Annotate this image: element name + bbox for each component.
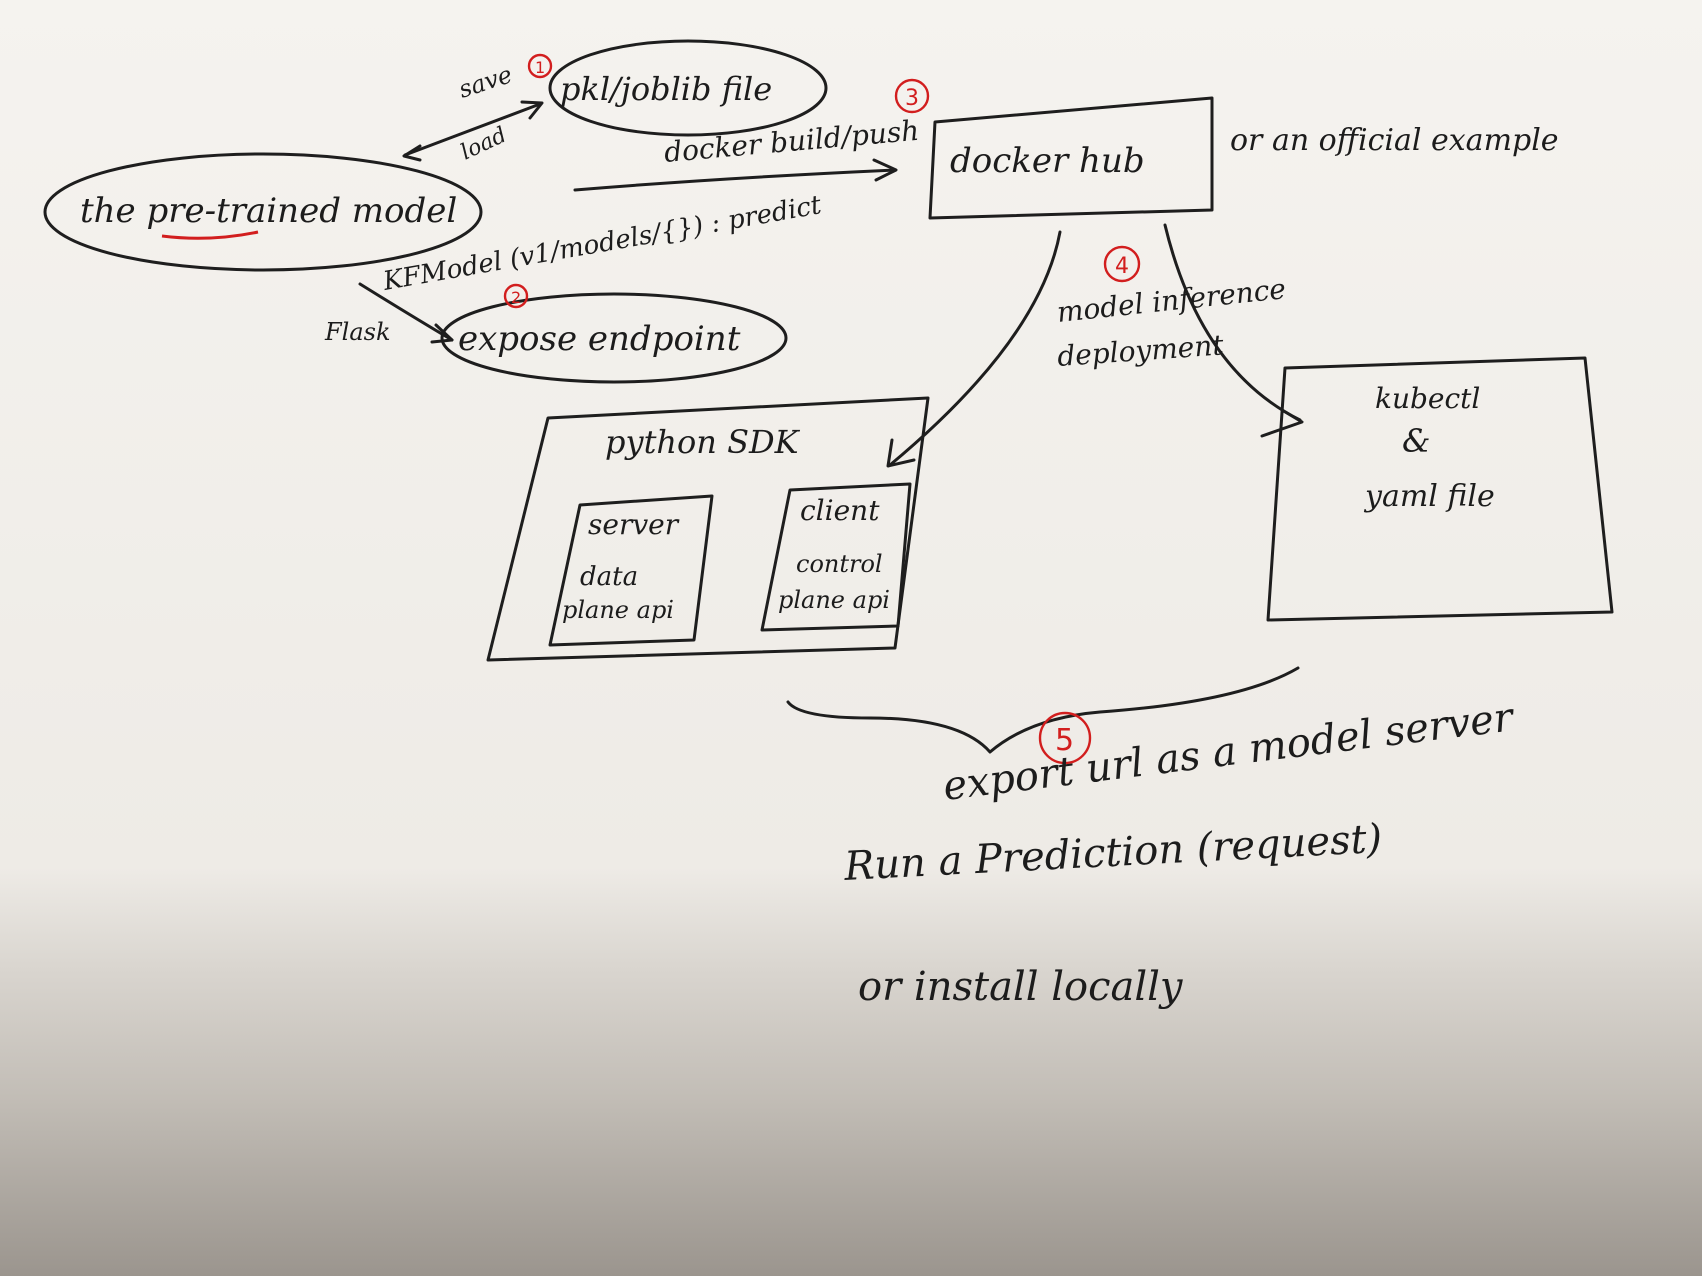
step-1-circle: [527, 53, 553, 79]
save-arrowhead: [520, 100, 544, 120]
step-2-number: 2: [511, 288, 521, 307]
node-server: server data plane api: [548, 494, 714, 647]
node-client: client control plane api: [760, 482, 912, 632]
node-docker-hub: docker hub: [928, 96, 1214, 220]
inference-left-arrowhead: [886, 438, 916, 468]
kubectl-yaml-box: [1266, 356, 1614, 622]
docker-build-arrow: [573, 168, 897, 192]
docker-hub-box: [928, 96, 1214, 220]
step-5-number: 5: [1055, 723, 1074, 758]
python-sdk-box: [486, 396, 930, 662]
node-pretrained-model: the pre-trained model: [43, 152, 483, 272]
client-label: client: [800, 494, 880, 527]
step-markers: 1 2 3 4 5: [503, 53, 1141, 765]
client-sub2: plane api: [778, 586, 890, 614]
docker-build-arrowhead: [872, 158, 898, 182]
step-4-circle: [1103, 245, 1141, 283]
node-kubectl-yaml: kubectl & yaml file: [1266, 356, 1614, 622]
pkl-file-label: pkl/joblib file: [560, 70, 772, 108]
kfmodel-arrow: [358, 282, 454, 342]
ampersand-label: &: [1402, 422, 1430, 460]
server-sub1: data: [580, 562, 638, 592]
node-pkl-file: pkl/joblib file: [548, 39, 828, 137]
step-1-number: 1: [535, 58, 545, 77]
inference-right-arrow: [1163, 223, 1302, 422]
grouping-brace: [786, 666, 1300, 754]
node-python-sdk: python SDK server data plane api client …: [486, 396, 930, 662]
server-sub2: plane api: [562, 596, 674, 624]
server-box: [548, 494, 714, 647]
step-3-circle: [894, 78, 930, 114]
step-4-number: 4: [1115, 254, 1129, 279]
kubectl-label: kubectl: [1375, 382, 1480, 415]
pretrained-model-ellipse: [43, 152, 483, 272]
red-underline: [161, 230, 259, 240]
flask-label: Flask: [324, 318, 391, 346]
load-arrowhead: [402, 144, 422, 162]
python-sdk-label: python SDK: [605, 423, 801, 461]
docker-hub-label: docker hub: [950, 141, 1145, 181]
node-expose-endpoint: expose endpoint: [440, 292, 788, 384]
inference-right-arrowhead: [1260, 408, 1304, 438]
server-label: server: [588, 508, 680, 541]
expose-endpoint-ellipse: [440, 292, 788, 384]
pretrained-model-label: the pre-trained model: [80, 191, 457, 231]
client-sub1: control: [796, 550, 883, 578]
yaml-file-label: yaml file: [1363, 479, 1495, 514]
pkl-file-ellipse: [548, 39, 828, 137]
inference-left-arrow: [888, 230, 1062, 467]
install-locally-text: or install locally: [858, 964, 1184, 1010]
step-5-circle: [1038, 711, 1092, 765]
save-load-arrow: [403, 102, 542, 157]
expose-endpoint-label: expose endpoint: [458, 319, 741, 359]
step-3-number: 3: [905, 86, 919, 111]
step-2-circle: [503, 283, 529, 309]
client-box: [760, 482, 912, 632]
official-example-label: or an official example: [1230, 123, 1559, 158]
kfmodel-arrowhead: [430, 323, 454, 344]
